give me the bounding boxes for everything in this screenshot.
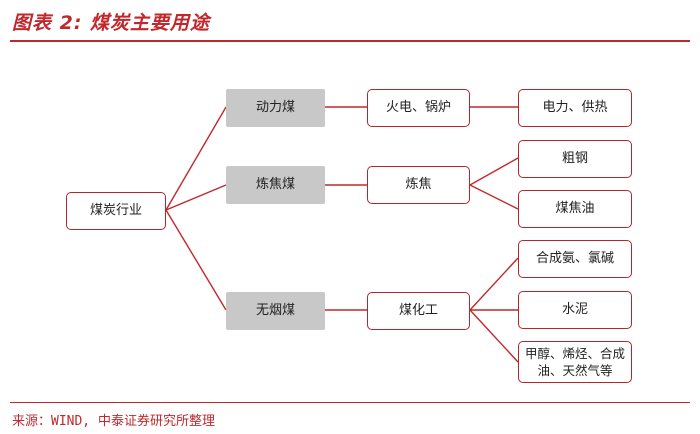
node-crude-steel: 粗钢 (518, 140, 632, 178)
node-coking-coal: 炼焦煤 (226, 166, 325, 204)
footer-divider (10, 402, 690, 403)
node-methanol-olefins: 甲醇、烯烃、合成油、天然气等 (518, 341, 632, 383)
node-coking: 炼焦 (367, 166, 470, 204)
node-power-coal: 动力煤 (226, 89, 325, 127)
link-coking-crude-steel (469, 157, 519, 186)
node-coal-tar: 煤焦油 (518, 190, 632, 228)
link-root-coking-coal (165, 184, 227, 211)
figure-title: 图表 2: 煤炭主要用途 (12, 12, 211, 34)
title-divider (10, 40, 690, 42)
link-root-power-coal (165, 106, 227, 211)
source-note: 来源：WIND, 中泰证券研究所整理 (12, 414, 215, 429)
link-root-anthracite (165, 209, 227, 311)
node-coal-chemical: 煤化工 (367, 292, 470, 330)
link-chemical-methanol (469, 309, 519, 363)
link-chemical-ammonia (469, 257, 519, 311)
node-thermal-power: 火电、锅炉 (367, 89, 470, 127)
node-synthetic-ammonia: 合成氨、氯碱 (518, 240, 632, 278)
node-coal-industry: 煤炭行业 (66, 192, 166, 230)
node-anthracite: 无烟煤 (226, 292, 325, 330)
node-electricity-heat: 电力、供热 (518, 89, 632, 127)
node-cement: 水泥 (518, 291, 632, 329)
link-coking-coal-tar (469, 184, 519, 210)
